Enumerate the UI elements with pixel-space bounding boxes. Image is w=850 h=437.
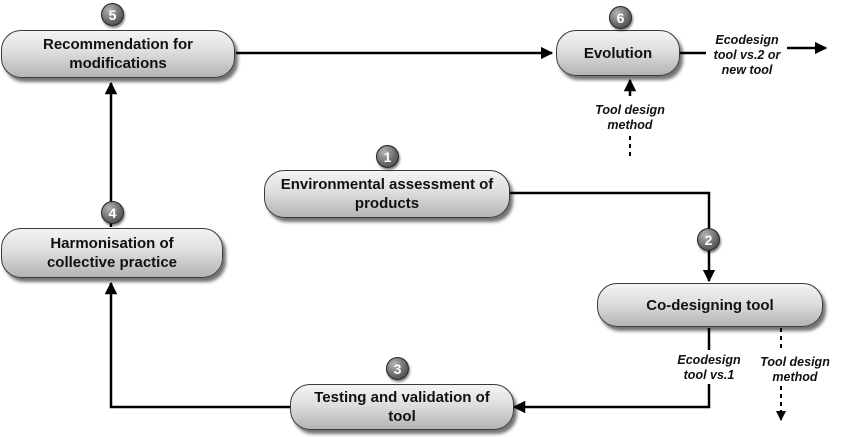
node-codesigning-label: Co-designing tool [646,296,774,314]
arrow-assessment-to-codesigning [510,191,716,283]
note-tool-design-bottom: Tool design method [760,355,830,384]
badge-6: 6 [609,6,632,29]
note-ecodesign-v1: Ecodesign tool vs.1 [677,353,741,382]
node-harmonisation-label: Harmonisation of collective practice [46,235,178,271]
node-codesigning: Co-designing tool [597,283,823,327]
note-ecodesign-v2: Ecodesign tool vs.2 or new tool [713,33,781,77]
node-evolution-label: Evolution [583,44,653,62]
note-tool-design-top: Tool design method [595,103,665,132]
badge-1: 1 [376,145,399,168]
arrow-testing-to-harmonisation [104,281,290,409]
node-assessment: Environmental assessment of products [264,170,510,218]
node-evolution: Evolution [556,30,680,76]
node-recommendation-label: Recommendation for modifications [42,36,193,72]
node-assessment-label: Environmental assessment of products [280,176,494,212]
badge-3: 3 [386,357,409,380]
node-testing: Testing and validation of tool [290,384,514,430]
badge-5: 5 [101,3,124,26]
badge-4: 4 [101,201,124,224]
node-testing-label: Testing and validation of tool [314,389,490,425]
arrow-ecodesign-v1-to-testing [512,384,711,414]
node-harmonisation: Harmonisation of collective practice [1,228,223,278]
node-recommendation: Recommendation for modifications [1,30,235,78]
badge-2: 2 [697,228,720,251]
